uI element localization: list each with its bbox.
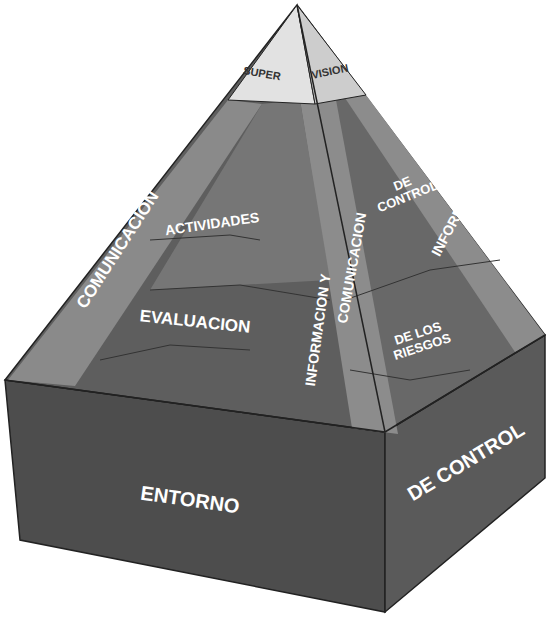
facet-line bbox=[150, 285, 330, 300]
front-edge bbox=[297, 5, 385, 432]
facet-line bbox=[100, 345, 250, 360]
inner-facet bbox=[150, 100, 330, 290]
right-band bbox=[345, 95, 545, 352]
facet-line bbox=[350, 370, 470, 380]
facet-line bbox=[345, 260, 500, 300]
base-edge bbox=[5, 380, 385, 432]
